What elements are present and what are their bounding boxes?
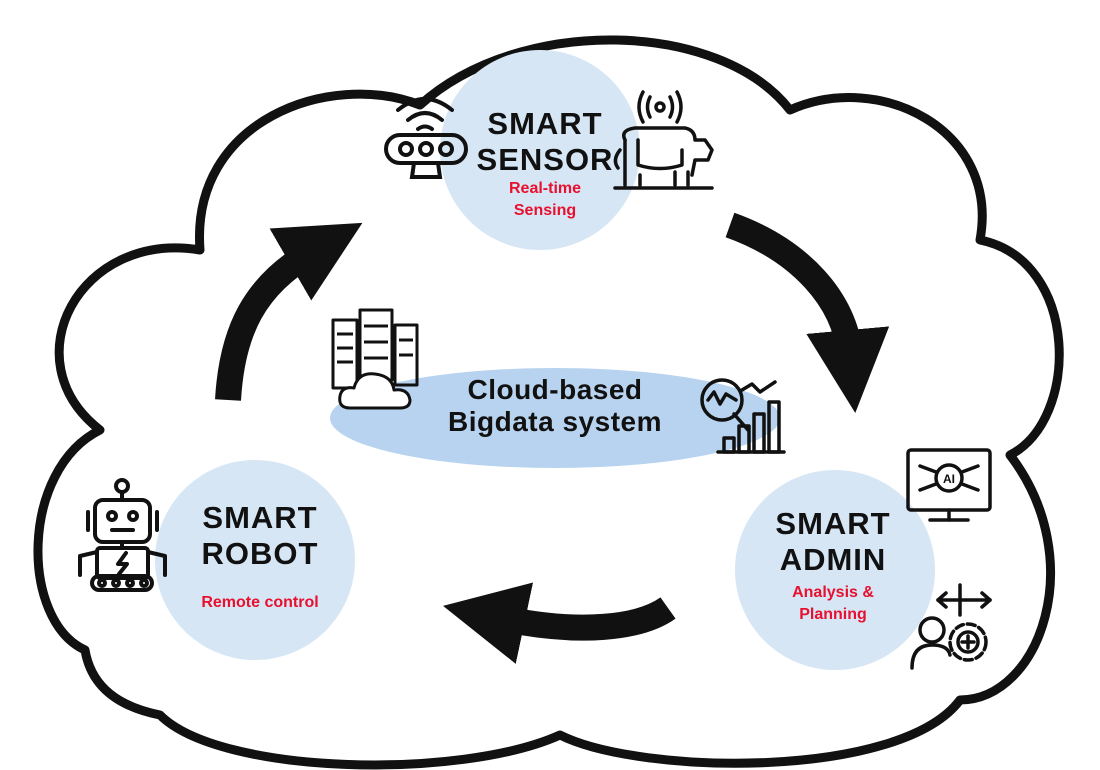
admin-circle [735,470,935,670]
flow-arrow-robot-to-sensor [215,222,363,401]
svg-text:AI: AI [943,472,955,486]
center-title: Cloud-based Bigdata system [430,374,680,438]
sensor-subtitle-line2: Sensing [513,201,577,219]
admin-subtitle-line2: Planning [799,605,867,623]
robot-subtitle: Remote control [170,592,350,614]
admin-subtitle: Analysis & Planning [763,582,903,625]
wifi-sensor-icon [384,97,468,179]
ai-monitor-icon: AI [906,448,992,522]
sensor-title-line2: SENSOR [476,141,614,177]
sensor-subtitle: Real-time Sensing [470,178,620,221]
flow-arrow-admin-to-robot [443,582,676,664]
admin-title-line2: ADMIN [779,541,887,577]
admin-title-line1: SMART [775,506,891,541]
center-ellipse [330,368,780,468]
robot-title-line2: ROBOT [201,535,319,571]
center-title-line1: Cloud-based [467,374,643,405]
sensor-circle [440,50,640,250]
flow-arrow-sensor-to-admin [725,212,890,413]
sensor-subtitle-line1: Real-time [508,180,582,197]
analytics-chart-icon [700,378,786,454]
robot-title-line1: SMART [202,500,318,535]
server-cloud-icon [331,308,419,410]
robot-icon [78,478,167,592]
robot-title: SMART ROBOT [175,500,345,571]
robot-subtitle-line1: Remote control [201,594,319,611]
cow-sensor-icon [613,90,714,190]
manager-gear-icon [910,583,992,670]
center-title-line2: Bigdata system [448,406,662,438]
sensor-title: SMART SENSOR [460,106,630,177]
sensor-title-line1: SMART [487,106,603,141]
admin-subtitle-line1: Analysis & [792,584,874,601]
admin-title: SMART ADMIN [748,506,918,577]
robot-circle [155,460,355,660]
